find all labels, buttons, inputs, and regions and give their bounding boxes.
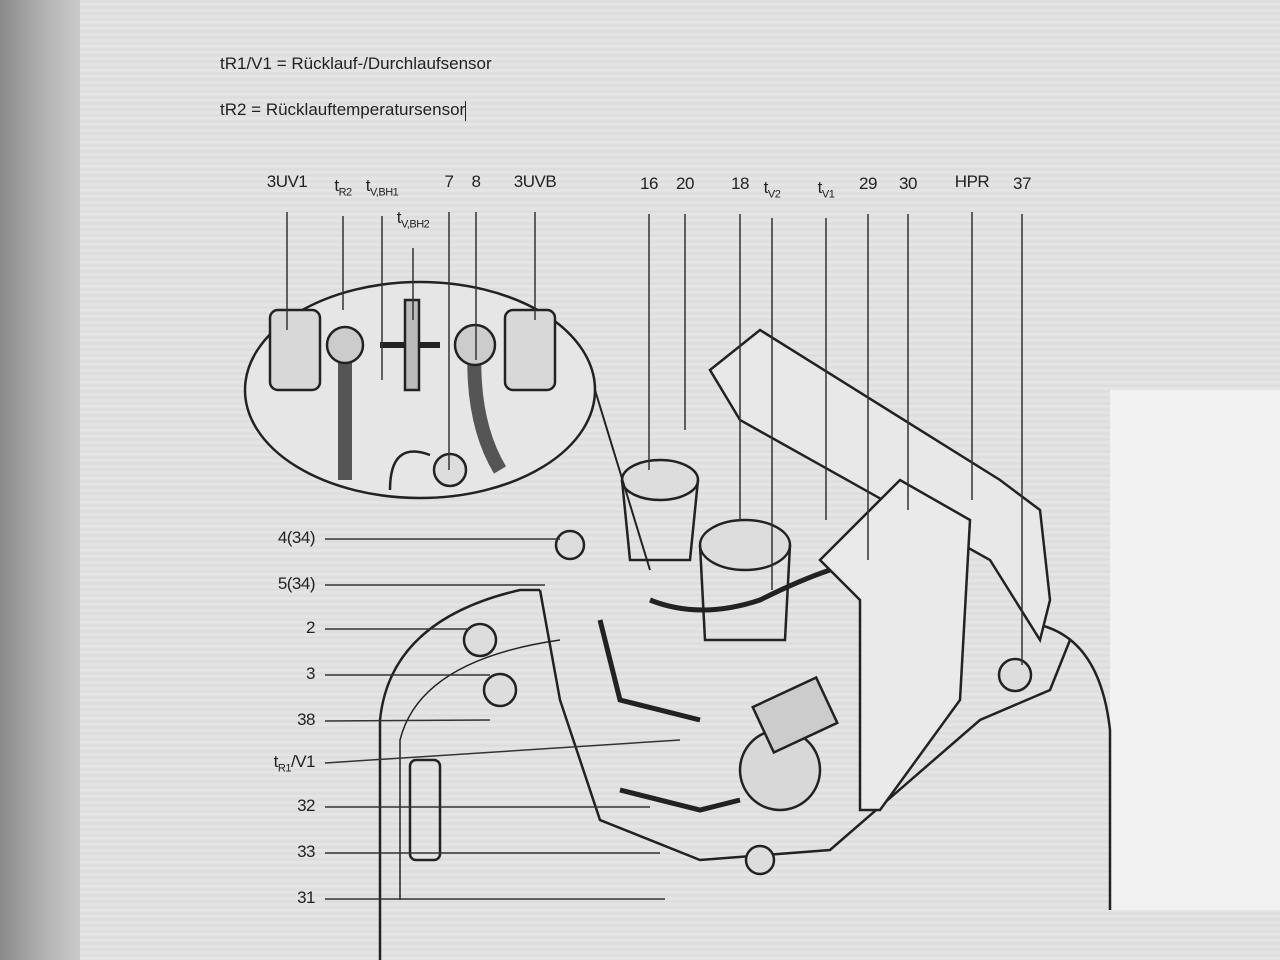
tank-handle — [408, 758, 442, 862]
legend-line-tr2[interactable]: tR2 = Rücklauftemperatursensor — [220, 100, 467, 121]
callout-label-left-7: 33 — [297, 842, 315, 861]
leader-line-left-5 — [324, 739, 681, 764]
compressor-top — [620, 458, 700, 502]
callout-label-14: HPR — [954, 172, 990, 191]
heat-exchanger — [818, 478, 972, 812]
callout-label-11: tV1 — [817, 178, 835, 201]
callout-label-4: 7 — [444, 172, 454, 191]
tank-outline-right — [1039, 623, 1112, 910]
callout-label-2: tV,BH1 — [365, 176, 399, 199]
callout-label-left-2: 2 — [306, 618, 315, 637]
callout-label-7: 16 — [640, 174, 658, 193]
legend-line-tr2-text: tR2 = Rücklauftemperatursensor — [220, 100, 466, 119]
callout-label-8: 20 — [676, 174, 694, 193]
pump-motor — [751, 675, 839, 755]
callout-label-1: tR2 — [334, 176, 352, 199]
callout-label-9: 18 — [731, 174, 749, 193]
connection-37 — [997, 657, 1033, 693]
control-box — [708, 328, 1052, 644]
tank-18 — [698, 518, 792, 572]
callout-label-3: tV,BH2 — [396, 208, 430, 231]
callout-label-left-8: 31 — [297, 888, 315, 907]
callout-label-12: 29 — [859, 174, 877, 193]
callout-label-left-1: 5(34) — [277, 574, 316, 593]
callout-label-left-3: 3 — [306, 664, 315, 683]
callout-label-10: tV2 — [763, 178, 781, 201]
callout-label-13: 30 — [899, 174, 917, 193]
leader-line-left-4 — [324, 719, 491, 722]
screen-glare — [1110, 390, 1280, 910]
text-cursor — [465, 100, 467, 121]
callout-label-6: 3UVB — [513, 172, 557, 191]
callout-label-0: 3UV1 — [266, 172, 308, 191]
legend-line-tr1-v1: tR1/V1 = Rücklauf-/Durchlaufsensor — [220, 54, 492, 73]
callout-label-left-0: 4(34) — [277, 528, 316, 547]
callout-label-left-6: 32 — [297, 796, 315, 815]
callout-label-5: 8 — [471, 172, 481, 191]
tank-outline-left — [378, 588, 540, 960]
callout-label-left-5: tR1/V1 — [273, 752, 316, 775]
callout-label-15: 37 — [1013, 174, 1031, 193]
callout-label-left-4: 38 — [297, 710, 315, 729]
